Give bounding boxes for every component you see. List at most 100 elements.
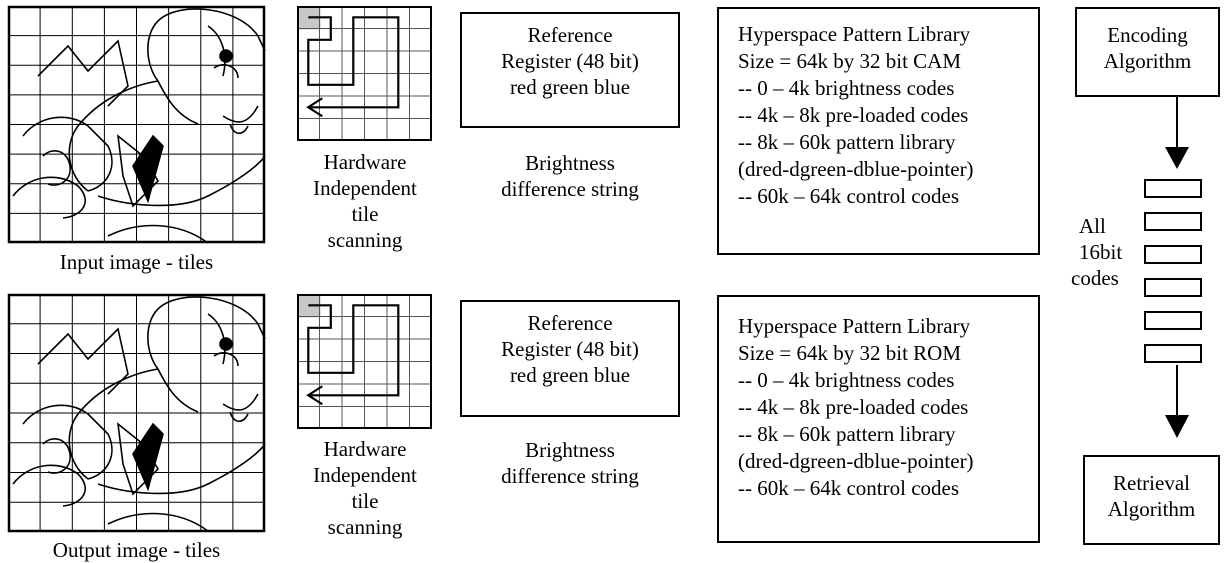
- register-line: Reference: [527, 311, 613, 335]
- brightness-line: difference string: [501, 177, 639, 201]
- scan-caption-line: Hardware: [323, 150, 407, 174]
- library-line: (dred-dgreen-dblue-pointer): [738, 157, 974, 181]
- scan-caption-line: Independent: [313, 463, 417, 487]
- library-line: -- 60k – 64k control codes: [738, 184, 960, 208]
- figure-eye: [219, 49, 233, 63]
- figure-stroke: [147, 308, 199, 413]
- encoding-line: Algorithm: [1103, 49, 1192, 73]
- brightness-line: Brightness: [525, 438, 615, 462]
- library-line: -- 0 – 4k brightness codes: [738, 76, 955, 100]
- figure-stroke: [207, 25, 239, 79]
- scan-caption-line: scanning: [327, 228, 403, 252]
- codes-label-line: 16bit: [1079, 240, 1123, 264]
- library-line: -- 60k – 64k control codes: [738, 476, 960, 500]
- scan-caption-line: scanning: [327, 515, 403, 539]
- figure-stroke: [222, 393, 259, 423]
- bottom-scan-caption: Hardware Independent tile scanning: [284, 436, 446, 540]
- image-frame: [7, 293, 266, 533]
- top-tile-scan-grid: [297, 6, 432, 141]
- retrieval-line: Algorithm: [1107, 497, 1196, 521]
- code-slot: [1144, 179, 1202, 198]
- output-image-tile-grid: [7, 293, 266, 533]
- register-line: red green blue: [509, 363, 631, 387]
- retrieval-algorithm-box: Retrieval Algorithm: [1083, 455, 1220, 545]
- image-frame: [7, 5, 266, 244]
- output-image-panel: [7, 293, 266, 533]
- code-stack: [1144, 179, 1202, 363]
- bottom-tile-scan-grid: [297, 294, 432, 429]
- library-line: -- 0 – 4k brightness codes: [738, 368, 955, 392]
- codes-label: All 16bit codes: [1071, 213, 1141, 291]
- top-scan-caption: Hardware Independent tile scanning: [284, 149, 446, 253]
- bottom-scan-grid-panel: [297, 294, 432, 429]
- figure-stroke: [68, 368, 159, 480]
- code-slot: [1144, 212, 1202, 231]
- library-line: -- 4k – 8k pre-loaded codes: [738, 395, 969, 419]
- top-pattern-library-box: Hyperspace Pattern Library Size = 64k by…: [717, 7, 1040, 255]
- encoding-line: Encoding: [1107, 23, 1188, 47]
- input-image-tile-grid: [7, 5, 266, 244]
- scan-grid-frame: [297, 294, 432, 429]
- figure-stroke: [147, 20, 199, 125]
- top-brightness-label: Brightness difference string: [460, 150, 680, 202]
- scan-caption-line: Independent: [313, 176, 417, 200]
- down-arrow-bottom-icon: [1165, 365, 1189, 438]
- figure-stroke: [37, 327, 129, 395]
- input-image-caption: Input image - tiles: [59, 250, 214, 274]
- figure-stroke: [22, 116, 113, 192]
- register-line: red green blue: [509, 75, 631, 99]
- scan-arrowhead-icon: [306, 385, 323, 406]
- scan-path: [307, 304, 400, 397]
- top-scan-grid-panel: [297, 6, 432, 141]
- figure-stroke: [22, 404, 113, 480]
- code-slot: [1144, 278, 1202, 297]
- bottom-pattern-library-box: Hyperspace Pattern Library Size = 64k by…: [717, 295, 1040, 543]
- line-art-figure: [12, 296, 266, 532]
- codes-label-line: All: [1079, 214, 1106, 238]
- code-slot: [1144, 245, 1202, 264]
- scan-grid-frame: [297, 6, 432, 141]
- figure-stroke: [107, 224, 209, 244]
- library-line: -- 4k – 8k pre-loaded codes: [738, 103, 969, 127]
- figure-stroke: [97, 155, 266, 207]
- line-art-figure: [12, 8, 266, 244]
- figure-stroke: [12, 464, 86, 507]
- figure-stroke: [97, 443, 266, 495]
- scan-caption-line: Hardware: [323, 437, 407, 461]
- output-image-caption: Output image - tiles: [52, 538, 221, 562]
- library-line: (dred-dgreen-dblue-pointer): [738, 449, 974, 473]
- scan-caption-line: tile: [351, 489, 379, 513]
- library-line: -- 8k – 60k pattern library: [738, 422, 956, 446]
- register-line: Reference: [527, 23, 613, 47]
- retrieval-line: Retrieval: [1113, 471, 1190, 495]
- figure-stroke: [68, 80, 159, 192]
- figure-stroke: [42, 438, 71, 474]
- brightness-line: Brightness: [525, 151, 615, 175]
- register-line: Register (48 bit): [501, 49, 639, 73]
- library-line: Size = 64k by 32 bit CAM: [738, 49, 962, 73]
- library-line: Hyperspace Pattern Library: [738, 22, 971, 46]
- bottom-reference-register-box: Reference Register (48 bit) red green bl…: [460, 300, 680, 417]
- code-slot: [1144, 344, 1202, 363]
- necktie-shape: [132, 134, 164, 204]
- library-line: -- 8k – 60k pattern library: [738, 130, 956, 154]
- scan-path: [307, 16, 400, 109]
- code-slot: [1144, 311, 1202, 330]
- brightness-line: difference string: [501, 464, 639, 488]
- register-line: Register (48 bit): [501, 337, 639, 361]
- scan-arrowhead-icon: [306, 97, 323, 118]
- figure-stroke: [107, 512, 209, 532]
- figure-stroke: [157, 296, 266, 340]
- codes-label-line: codes: [1071, 266, 1119, 290]
- figure-eye: [219, 337, 233, 351]
- bottom-brightness-label: Brightness difference string: [460, 437, 680, 489]
- down-arrow-top-icon: [1165, 97, 1189, 169]
- figure-stroke: [37, 39, 129, 107]
- figure-stroke: [12, 176, 86, 219]
- figure-stroke: [222, 105, 259, 135]
- input-image-panel: [7, 5, 266, 244]
- library-line: Hyperspace Pattern Library: [738, 314, 971, 338]
- encoding-algorithm-box: Encoding Algorithm: [1075, 7, 1220, 97]
- library-line: Size = 64k by 32 bit ROM: [738, 341, 962, 365]
- figure-stroke: [157, 8, 266, 52]
